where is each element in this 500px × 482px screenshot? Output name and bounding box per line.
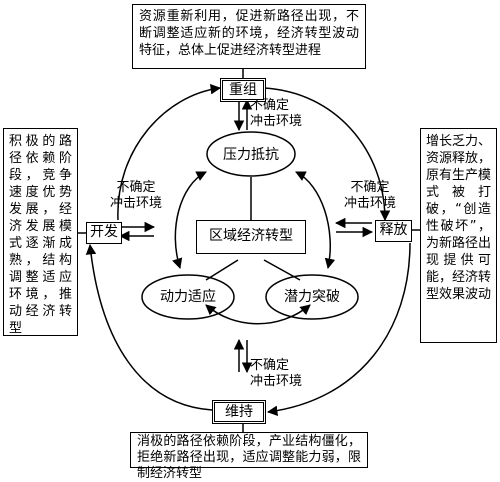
uncertain-label-top: 不确定 冲击环境 [250,98,303,129]
uncertain-label-right: 不确定 冲击环境 [343,180,396,211]
node-pressure-resistance: 压力抵抗 [223,147,279,163]
uncertain-label-left: 不确定 冲击环境 [109,180,162,211]
stage-label-left: 开发 [86,222,122,244]
inner-arc-pressure-dynamic [172,171,207,270]
stage-label-bottom: 维持 [212,400,266,424]
stage-label-top: 重组 [220,78,266,102]
outer-arc-bottom-left [85,243,213,411]
spoke-left [205,259,239,281]
bottom-description-box: 消极的路径依赖阶段，产业结构僵化，拒绝新路径出现，适应调整能力弱，限制经济转型 [130,432,368,481]
spoke-right [263,259,301,281]
outer-arc-top-right [263,87,391,222]
node-potential-breakthrough: 潜力突破 [284,289,340,305]
inner-arc-dynamic-potential [205,304,311,325]
outer-arc-top-left [117,83,222,221]
center-box-regional-transformation: 区域经济转型 [196,220,306,254]
top-description-box: 资源重新利用，促进新路径出现，不断调整适应新的环境，经济转型波动特征，总体上促进… [132,4,366,69]
outer-arc-bottom-right [266,242,411,416]
inner-arc-pressure-potential [295,171,336,270]
node-dynamic-adaptation: 动力适应 [160,289,216,305]
uncertain-label-bottom: 不确定 冲击环境 [250,358,303,389]
stage-label-right: 释放 [375,220,412,242]
left-description-box: 积极的路径依赖阶段，竞争速度优势发展，经济发展模式逐渐成熟，结构调整适应环境，推… [3,128,78,336]
right-description-box: 增长乏力、资源释放，原有生产模式被打破，“创造性破坏”，为新路径出现提供可能，经… [420,128,497,343]
